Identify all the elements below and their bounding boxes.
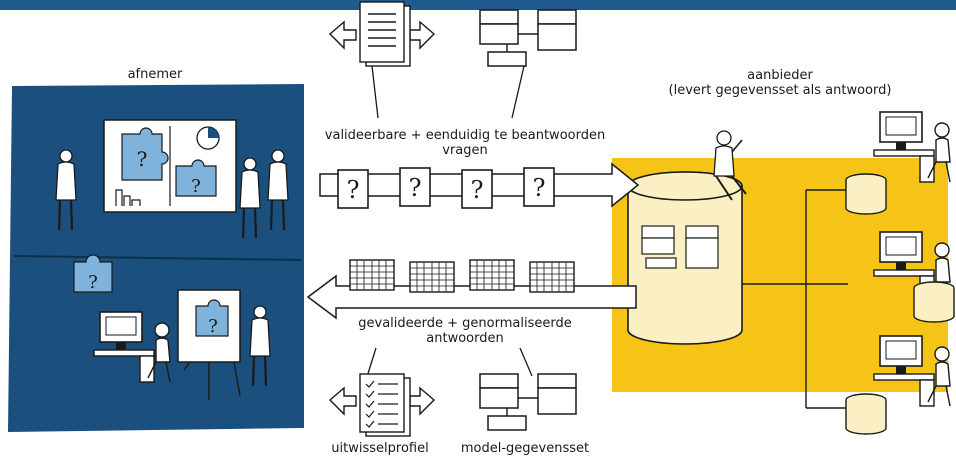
answer-grid-icon — [529, 261, 575, 293]
top-banner — [0, 0, 956, 10]
questions-label-line2: vragen — [442, 143, 488, 158]
callout-lines-top — [371, 65, 525, 119]
puzzle-question: ? — [208, 316, 218, 337]
database-icon — [845, 393, 887, 435]
answers-label: gevalideerde + genormaliseerde — [358, 316, 572, 331]
answer-grid-icon — [349, 259, 395, 291]
question-card-icon — [461, 169, 493, 209]
puzzle-icon — [175, 159, 217, 197]
exchange-document-icon — [328, 1, 436, 67]
model-icon — [479, 373, 577, 431]
uitwisselprofiel-label: uitwisselprofiel — [331, 441, 429, 456]
puzzle-question: ? — [88, 272, 98, 293]
model-icon — [479, 9, 577, 67]
question-card-icon — [523, 167, 555, 207]
puzzle-icon — [121, 127, 169, 181]
puzzle-icon — [195, 299, 229, 337]
afnemer-panel: ? ? ? ? — [8, 84, 304, 432]
question-card-icon — [399, 167, 431, 207]
answer-grid-icon — [409, 261, 455, 293]
aanbieder-panel — [612, 111, 955, 435]
model-icon — [641, 225, 719, 269]
connector-lines — [742, 189, 848, 409]
question-card-icon — [337, 169, 369, 209]
puzzle-icon — [73, 254, 113, 293]
checklist-icon — [328, 373, 436, 437]
puzzle-question: ? — [191, 176, 201, 197]
answer-grid-icon — [469, 259, 515, 291]
questions-label: valideerbare + eenduidig te beantwoorden — [324, 128, 606, 143]
answers-label-line2: antwoorden — [426, 331, 504, 346]
aanbieder-sublabel: (levert gegevensset als antwoord) — [668, 83, 892, 98]
database-icon — [845, 173, 887, 215]
puzzle-question: ? — [137, 147, 148, 171]
person-icon — [713, 130, 747, 201]
model-gegevensset-label: model-gegevensset — [460, 441, 590, 456]
aanbieder-label: aanbieder — [747, 68, 813, 83]
afnemer-label: afnemer — [127, 67, 183, 82]
bar-chart-icon — [115, 189, 141, 206]
database-icon — [913, 281, 955, 323]
